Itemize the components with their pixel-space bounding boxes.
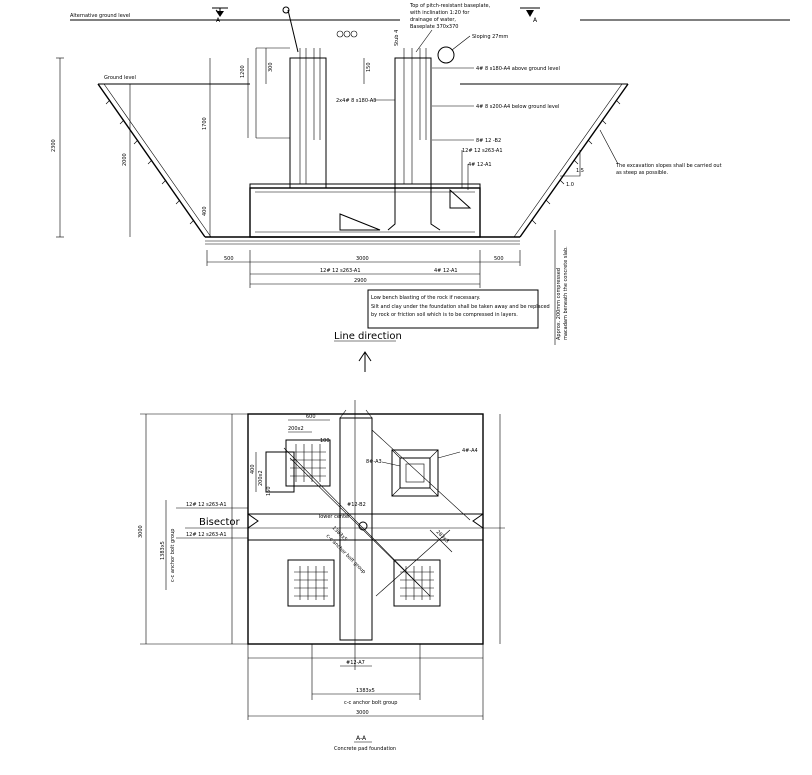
plan-bottom-1383: 1383x5 [356, 688, 375, 694]
plan-a1-bottom: 12# 12 s263-A1 [186, 532, 227, 538]
plan-dim-150: 150 [266, 486, 272, 496]
sloping-label: Sloping 27mm [472, 34, 508, 40]
dim-top-150: 150 [366, 62, 372, 72]
ground-level-label: Ground level [104, 75, 136, 81]
rebar-below-label: 4# 8 s200-A4 below ground level [476, 104, 559, 110]
alt-ground-label: Alternative ground level [70, 13, 130, 19]
section-mark-right: A [533, 17, 538, 24]
section-mark-left: A [216, 17, 221, 24]
top-note-line-3: drainage of water, [410, 17, 456, 23]
plan-label-b2: #12-B2 [347, 502, 366, 508]
top-note-line-4: Baseplate 370x370 [410, 24, 458, 30]
bottom-4a1-label: 4# 12-A1 [434, 268, 458, 274]
plan-bottom-label: c-c anchor bolt group [344, 700, 397, 706]
vertical-note-2: macadam beneath the concrete slab. [563, 246, 569, 340]
plan-dim-400: 400 [250, 464, 256, 474]
rebar-above-label: 4# 8 s180-A4 above ground level [476, 66, 560, 72]
dim-shaft-height: 1700 [202, 117, 208, 130]
dim-left-500: 500 [224, 256, 234, 262]
excavation-note-1: The excavation slopes shall be carried o… [615, 163, 722, 169]
plan-dim-600: 600 [306, 414, 316, 420]
excavation-note-2: as steep as possible. [616, 170, 668, 176]
dim-pad-2900: 2900 [354, 278, 367, 284]
bisector-label: Bisector [199, 517, 241, 528]
line-direction-label: Line direction [334, 331, 402, 342]
plan-dim-100: 100 [320, 438, 330, 444]
plan-vert-label: c-c anchor bolt group [170, 529, 176, 582]
dim-pad-height: 400 [202, 206, 208, 216]
dim-shaft-to-ground: 2000 [122, 153, 128, 166]
plan-dim-200b: 200x2 [258, 470, 264, 486]
slope-vertical: 1.0 [566, 182, 574, 188]
rebar-a1-side-label: 4# 12-A1 [468, 162, 492, 168]
dim-overall-height: 2300 [51, 139, 57, 152]
caption-subtitle: Concrete pad foundation [334, 746, 396, 752]
slope-horizontal: 1.5 [576, 168, 584, 174]
plan-label-3a3: 8#-A3 [366, 459, 382, 465]
caption: A-A Concrete pad foundation [334, 735, 396, 752]
rebar-b2-label: 8# 12 -B2 [476, 138, 501, 144]
plan-a1-top: 12# 12 s263-A1 [186, 502, 227, 508]
bottom-a1-label: 12# 12 s263-A1 [320, 268, 361, 274]
plan-dim-200a: 200x2 [288, 426, 304, 432]
dim-top-300: 300 [268, 62, 274, 72]
stub-label: Stub 4 [394, 30, 400, 46]
plan-label-a4: 4#-A4 [462, 448, 478, 454]
vertical-note-1: Approx. 200mm compressed [556, 268, 562, 340]
soil-note-3: by rock or friction soil which is to be … [371, 312, 518, 318]
rebar-a1-right-label: 12# 12 s263-A1 [462, 148, 503, 154]
dim-right-500: 500 [494, 256, 504, 262]
dim-base-3000: 3000 [356, 256, 369, 262]
line-direction: Line direction [334, 331, 402, 372]
plan-bottom-a7: #12-A7 [346, 660, 365, 666]
plan-view: 3000 Bisector 600 200x2 100 [138, 400, 505, 720]
top-note-line-2: with inclination 1:20 for [410, 10, 470, 16]
top-note-line-1: Top of pitch-resistant baseplate, [409, 3, 491, 9]
section-view: Alternative ground level A A Ground leve… [51, 3, 790, 345]
soil-note-1: Low bench blasting of the rock if necess… [371, 295, 481, 301]
soil-note-2: Silt and clay under the foundation shall… [371, 304, 550, 310]
plan-side-3000: 3000 [138, 525, 144, 538]
tower-center-label: Tower center [317, 514, 351, 520]
caption-title: A-A [356, 735, 367, 742]
plan-bottom-3000: 3000 [356, 710, 369, 716]
rebar-2a3-label: 2x4# 8 s180-A3 [336, 98, 376, 104]
plan-vert-dim: 1383x5 [160, 541, 166, 560]
dim-top-1200: 1200 [240, 65, 246, 78]
